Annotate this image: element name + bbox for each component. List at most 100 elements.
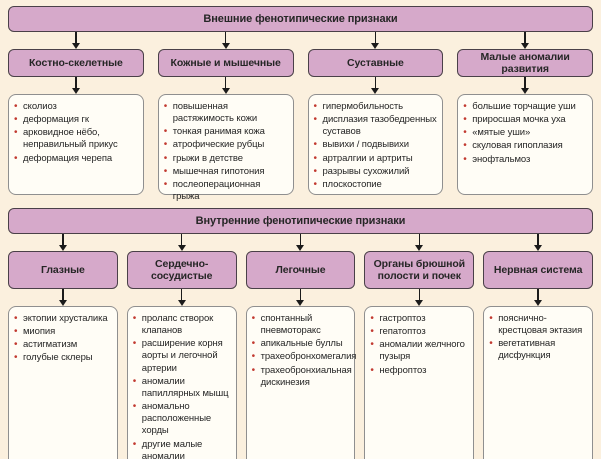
list-item-text: вывихи / подвывихи: [322, 139, 410, 151]
column-skeletal: Костно-скелетные •сколиоз •деформация гк…: [8, 32, 144, 195]
list-item-text: мышечная гипотония: [172, 165, 265, 177]
bullet-icon: •: [132, 375, 137, 387]
list-item-text: вегетативная дисфункция: [498, 338, 556, 362]
list-item: •гепатоптоз: [370, 326, 470, 338]
bullet-icon: •: [14, 114, 18, 126]
bullet-icon: •: [313, 101, 318, 112]
list-item: •пояснично-крестцовая эктазия: [489, 313, 589, 337]
items-box: •пролапс створок клапанов •расширение ко…: [126, 306, 237, 459]
category-label: Сердечно-сосудистые: [150, 257, 213, 282]
list-item-text: астигматизм: [23, 339, 78, 351]
list-item: •другие малые аномалии: [133, 439, 233, 459]
list-item: • апикальные буллы: [252, 338, 352, 350]
items-list: • спонтанный пневмоторакс • апикальные бул…: [251, 313, 357, 389]
list-item-text: большие торчащие уши: [472, 101, 576, 112]
bullet-icon: •: [14, 101, 18, 112]
items-list: •гастроптоз •гепатоптоз •аномалии желчно…: [370, 313, 470, 377]
list-item-text: эктопии хрусталика: [23, 313, 108, 324]
list-item: •атрофические рубцы: [164, 139, 290, 151]
bullet-icon: •: [14, 152, 18, 164]
list-item-text: нефроптоз: [379, 364, 427, 376]
list-item-text: послеоперационная грыжа: [172, 178, 261, 203]
category-box: Сердечно-сосудистые: [126, 251, 237, 289]
column-nervous-system: Нервная система •пояснично-крестцовая эк…: [483, 234, 593, 459]
list-item: •арковидное нёбо, неправильный прикус: [14, 127, 140, 151]
list-item-text: деформация гк: [23, 114, 89, 126]
list-item-text: миопия: [23, 326, 56, 338]
down-arrow-icon: [457, 77, 593, 94]
down-arrow-icon: [158, 77, 294, 94]
category-label: Легочные: [275, 263, 326, 276]
list-item: • гипермобильность: [314, 101, 440, 113]
bullet-icon: •: [313, 152, 318, 164]
list-item: •приросшая мочка уха: [463, 114, 589, 126]
bullet-icon: •: [251, 338, 256, 350]
list-item-text: повышенная растяжимость кожи: [172, 101, 258, 125]
items-list: •повышенная растяжимость кожи • тонкая ра…: [164, 101, 290, 203]
bullet-icon: •: [14, 339, 18, 351]
section-external-signs: Внешние фенотипические признаки Костно-с…: [8, 6, 593, 202]
list-item: •повышенная растяжимость кожи: [164, 101, 290, 125]
bullet-icon: •: [251, 364, 256, 376]
bullet-icon: •: [313, 178, 318, 190]
bullet-icon: •: [132, 313, 137, 324]
list-item-text: дисплазия тазобедренных суставов: [322, 114, 437, 138]
list-item: • вегетативная дисфункция: [489, 338, 589, 362]
list-item: • тонкая ранимая кожа: [164, 126, 290, 138]
down-arrow-icon: [246, 234, 356, 251]
list-item-text: грыжи в детстве: [172, 152, 243, 164]
list-item-text: аномалии желчного пузыря: [379, 339, 465, 363]
bullet-icon: •: [251, 313, 256, 324]
list-item: •«мятые уши»: [463, 127, 589, 139]
items-list: •пояснично-крестцовая эктазия • вегетатив…: [489, 313, 589, 363]
bullet-icon: •: [313, 139, 318, 151]
list-item: •послеоперационная грыжа: [164, 179, 290, 203]
items-box: •сколиоз •деформация гк •арковидное нёбо…: [8, 94, 144, 195]
bullet-icon: •: [463, 153, 467, 165]
items-list: • гипермобильность • дисплазия тазобедренн…: [314, 101, 440, 191]
category-label: Нервная система: [493, 263, 583, 276]
list-item-text: арковидное нёбо, неправильный прикус: [23, 127, 118, 151]
bullet-icon: •: [489, 338, 493, 350]
down-arrow-icon: [127, 289, 237, 306]
list-item-text: пояснично-крестцовая эктазия: [498, 313, 583, 337]
list-item: •трахеобронхомегалия: [252, 351, 357, 363]
bullet-icon: •: [370, 364, 374, 376]
bullet-icon: •: [14, 313, 18, 324]
list-item: •плоскостопие: [314, 179, 440, 191]
down-arrow-icon: [8, 289, 118, 306]
list-item-text: разрывы сухожилий: [322, 165, 410, 177]
section-header-label: Внешние фенотипические признаки: [203, 13, 398, 25]
list-item-text: тонкая ранимая кожа: [172, 126, 265, 138]
column-cardiovascular: Сердечно-сосудистые • пролапс створок кла…: [126, 234, 237, 459]
down-arrow-icon: [8, 32, 144, 49]
list-item-text: трахеобронхомегалия: [260, 351, 357, 363]
down-arrow-icon: [127, 234, 237, 251]
bullet-icon: •: [463, 140, 467, 152]
list-item: • спонтанный пневмоторакс: [252, 313, 352, 337]
items-list: •пролапс створок клапанов •расширение ко…: [133, 313, 233, 459]
category-label: Костно-скелетные: [28, 56, 123, 69]
bullet-icon: •: [14, 352, 18, 364]
list-item: •скуловая гипоплазия: [463, 140, 589, 152]
columns-row: Глазные •эктопии хрусталика •миопия •аст…: [8, 234, 593, 459]
list-item-text: апикальные буллы: [260, 338, 343, 350]
category-box: Кожные и мышечные: [157, 49, 294, 77]
list-item: • эктопии хрусталика: [14, 313, 114, 325]
list-item: •большие торчащие уши: [463, 101, 589, 113]
list-item-text: спонтанный пневмоторакс: [260, 313, 321, 337]
list-item-text: пролапс створок клапанов: [141, 313, 214, 337]
category-label: Кожные и мышечные: [170, 56, 281, 69]
bullet-icon: •: [313, 165, 318, 177]
column-eyes: Глазные •эктопии хрусталика •миопия •аст…: [8, 234, 118, 459]
bullet-icon: •: [163, 126, 168, 138]
list-item: •грыжи в детстве: [164, 153, 290, 165]
list-item-text: аномально расположенные хорды: [141, 401, 212, 437]
bullet-icon: •: [370, 313, 374, 324]
column-joints: Суставные •гипермобильность •дисплазия т…: [307, 32, 444, 195]
items-list: •большие торчащие уши •приросшая мочка у…: [463, 101, 589, 166]
list-item-text: гипермобильность: [322, 101, 404, 112]
section-internal-signs: Внутренние фенотипические признаки Глазн…: [8, 208, 593, 459]
list-item: •голубые склеры: [14, 352, 114, 364]
